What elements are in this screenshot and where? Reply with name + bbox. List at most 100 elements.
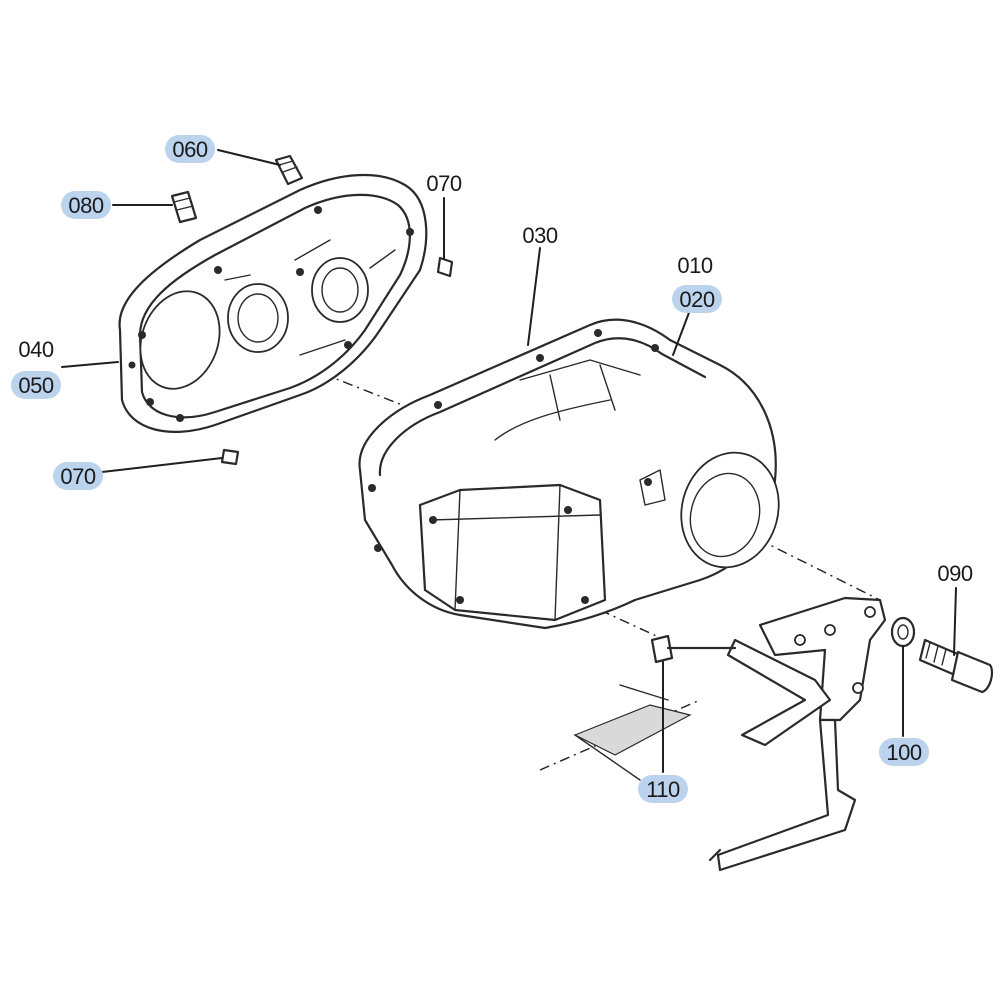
callout-label: 050 [18, 373, 53, 398]
leader-090 [953, 587, 957, 656]
pin-near-plate [650, 634, 674, 664]
case-bolt-hole [644, 478, 652, 486]
leader-030 [527, 247, 541, 346]
leader-040-050 [61, 361, 119, 368]
cover-bolt-hole [406, 228, 414, 236]
case-bolt-hole [374, 544, 382, 552]
pin-070-bottom-body [220, 448, 240, 466]
cover-ribs [224, 239, 396, 356]
callout-highlight [638, 775, 688, 803]
lever-rod-end [708, 848, 722, 862]
leader-010-020 [672, 309, 691, 356]
callout-030: 030 [522, 223, 558, 248]
cover-bolt-hole [176, 414, 184, 422]
washer-100-part [890, 616, 916, 648]
cover-large-opening [139, 290, 221, 390]
case-tube-bore [689, 472, 761, 558]
callout-110: 110 [638, 775, 688, 803]
bolt-080-body [170, 190, 198, 224]
leader-060 [217, 149, 281, 166]
bolt-090-thread [925, 642, 947, 666]
callout-100: 100 [879, 738, 929, 766]
case-bolt-hole [581, 596, 589, 604]
bracket-hole [864, 606, 876, 618]
cover-bolt-hole [314, 206, 322, 214]
pin-070-top-part [436, 256, 454, 278]
case-bolt-hole [434, 401, 442, 409]
callout-highlight [672, 285, 722, 313]
callout-020: 020 [672, 285, 722, 313]
cover-bolt-hole [296, 268, 304, 276]
case-lug [639, 469, 666, 506]
case-bolt-hole [536, 354, 544, 362]
axis-line-pin [599, 609, 666, 641]
cover-bolt-hole [138, 331, 146, 339]
bolt-080-thread [173, 197, 194, 211]
bolt-060-thread [278, 160, 298, 173]
lever-rod [716, 718, 857, 872]
callout-010: 010 [677, 253, 713, 278]
case-bolt-hole [429, 516, 437, 524]
callout-highlight [53, 462, 103, 490]
pin-070-top-body [436, 256, 454, 278]
callout-070: 070 [53, 462, 103, 490]
cover-bolt-hole [146, 398, 154, 406]
callout-050: 050 [11, 371, 61, 399]
callout-highlight [61, 191, 111, 219]
callout-label: 020 [679, 287, 714, 312]
case-flange-edge [378, 337, 707, 477]
bracket-hole [824, 624, 836, 636]
callout-label: 030 [522, 223, 557, 248]
callout-090: 090 [937, 561, 973, 586]
bracket-arm [726, 638, 832, 747]
left-cover-plate [118, 173, 428, 433]
main-case [358, 318, 780, 630]
callout-label: 070 [60, 464, 95, 489]
leader-070-bottom [101, 457, 223, 473]
callout-label: 100 [886, 740, 921, 765]
cover-bolt-hole [214, 266, 222, 274]
callout-080: 080 [61, 191, 111, 219]
case-top-ribs [494, 359, 641, 441]
washer-100-hole [897, 624, 909, 640]
callout-070: 070 [426, 171, 462, 196]
callout-040: 040 [18, 337, 54, 362]
bolt-090-head [950, 650, 994, 694]
bolt-090-part [918, 638, 994, 694]
callout-label: 110 [646, 777, 680, 802]
callout-highlight [11, 371, 61, 399]
case-bolt-hole [368, 484, 376, 492]
callout-label: 010 [677, 253, 712, 278]
callout-label: 060 [172, 137, 207, 162]
bracket-assembly [573, 596, 887, 872]
case-front-block [418, 483, 607, 622]
cover-bearing-bore-2 [311, 257, 369, 323]
callout-060: 060 [165, 135, 215, 163]
washer-100-body [890, 616, 916, 648]
case-bolt-hole [456, 596, 464, 604]
case-bolt-hole [564, 506, 572, 514]
callout-label: 070 [426, 171, 461, 196]
case-bolt-hole [594, 329, 602, 337]
axis-line-plate [539, 699, 701, 771]
part-number-callouts: 060 070 080 030 010 020 040 050 070 090 100 110 [11, 135, 973, 803]
case-block-edges [429, 484, 601, 621]
cover-bearing-bore-1-inner [237, 293, 279, 343]
plate-110 [573, 704, 692, 756]
cover-bolt-hole [344, 341, 352, 349]
pin-070-bottom-part [220, 448, 240, 466]
case-outer-outline [358, 318, 777, 630]
cover-inner-outline [138, 193, 411, 419]
bolt-060-part [274, 154, 304, 186]
bracket-hole [852, 682, 864, 694]
callout-highlight [165, 135, 215, 163]
callout-label: 040 [18, 337, 53, 362]
leader-lines [61, 149, 957, 773]
case-tube-opening [680, 451, 780, 569]
cover-bolt-hole [128, 361, 136, 369]
cover-bearing-bore-2-inner [321, 267, 359, 313]
callout-label: 090 [937, 561, 972, 586]
plate-110-guides [574, 684, 669, 781]
